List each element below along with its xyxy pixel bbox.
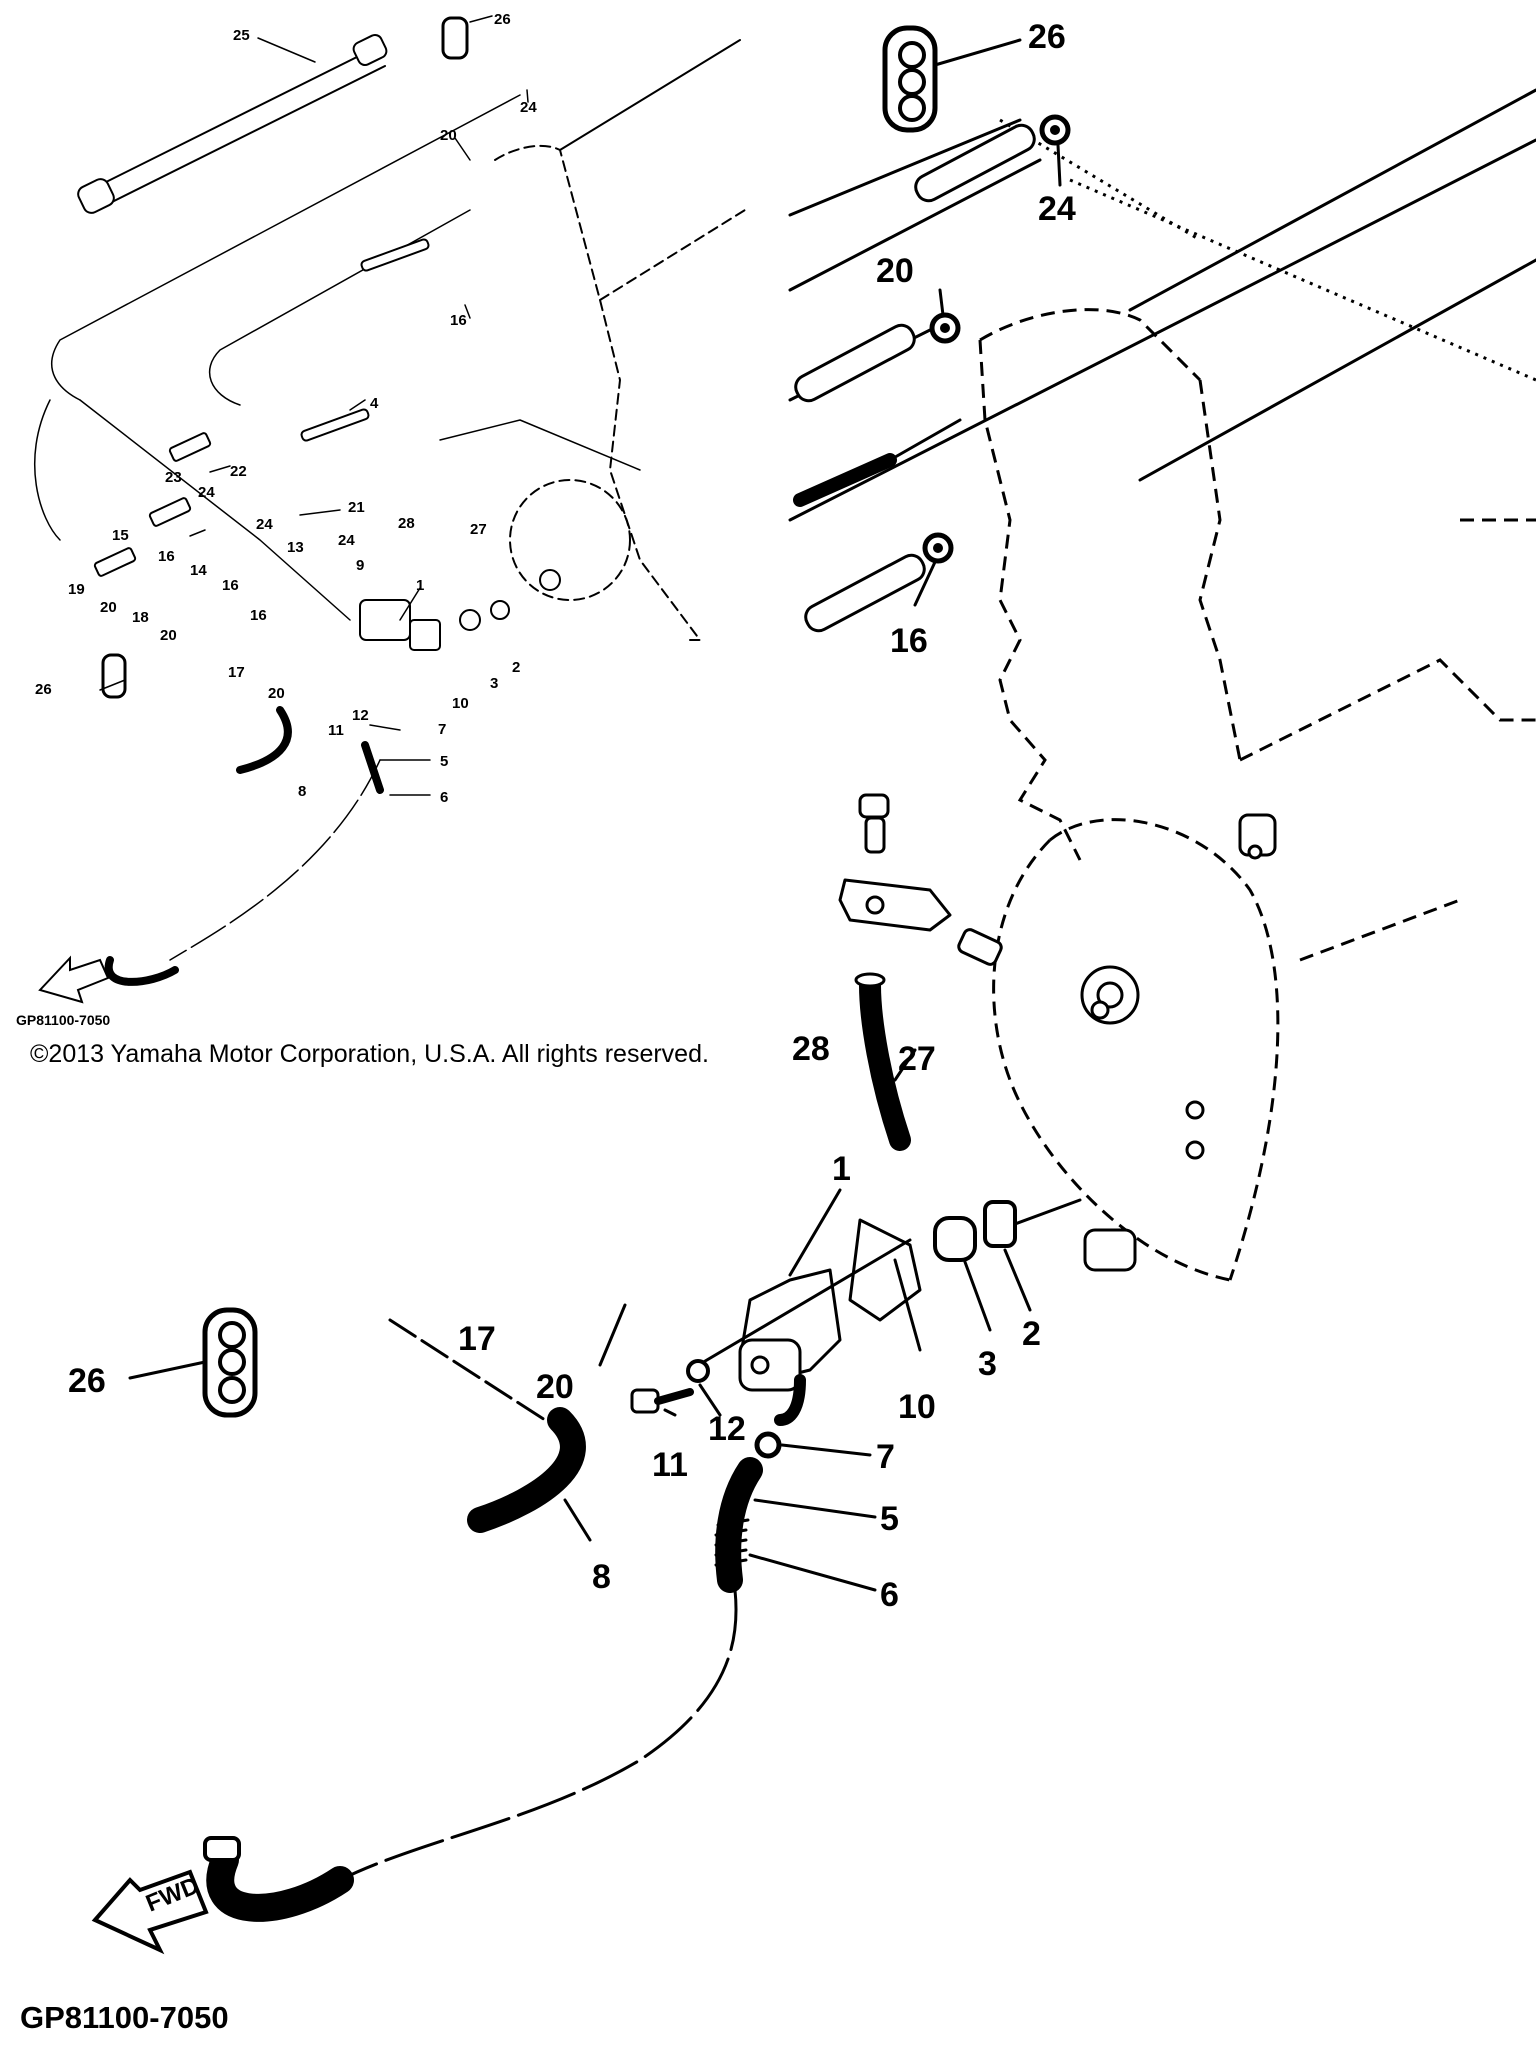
callout-24: 24 — [520, 99, 537, 116]
clip-26-icon — [441, 16, 469, 60]
callout-25: 25 — [233, 27, 250, 44]
callout-17: 17 — [228, 664, 245, 681]
callout-18: 18 — [132, 609, 149, 626]
callout-12: 12 — [352, 707, 369, 724]
fwd-arrow-small-icon — [38, 955, 179, 1004]
callout-8: 8 — [592, 1558, 611, 1596]
detail-diagram: FWD — [91, 25, 1536, 1955]
callout-14: 14 — [190, 562, 207, 579]
leader-lines-detail — [128, 38, 1062, 1592]
callout-13: 13 — [287, 539, 304, 556]
callouts-overview: 25 26 24 20 16 4 23 24 22 24 21 15 16 14… — [35, 11, 537, 806]
callout-24: 24 — [198, 484, 215, 501]
callout-21: 21 — [348, 499, 365, 516]
callout-27: 27 — [470, 521, 487, 538]
clip-26-large-icon — [202, 1307, 258, 1418]
callout-19: 19 — [68, 581, 85, 598]
callout-1: 1 — [416, 577, 424, 594]
callout-26: 26 — [494, 11, 511, 28]
tubes-upper-detail — [788, 118, 1536, 633]
callout-24: 24 — [338, 532, 355, 549]
fittings-overview — [93, 238, 510, 651]
callout-16: 16 — [222, 577, 239, 594]
callout-3: 3 — [490, 675, 498, 692]
callout-10: 10 — [452, 695, 469, 712]
oil-pump-detail — [688, 1198, 1082, 1426]
clamp-16-detail-icon — [922, 532, 954, 564]
callout-23: 23 — [165, 469, 182, 486]
callout-26: 26 — [1028, 18, 1066, 56]
callout-5: 5 — [440, 753, 448, 770]
callout-20: 20 — [536, 1368, 574, 1406]
callout-1: 1 — [832, 1150, 851, 1188]
clip-26-detail-icon — [882, 25, 938, 133]
clip-26b-icon — [101, 653, 127, 699]
bracket-bolt-detail — [838, 793, 1003, 966]
fwd-arrow-large-icon: FWD — [91, 1836, 354, 1955]
callout-24: 24 — [256, 516, 273, 533]
washer-12-icon — [686, 1359, 710, 1383]
callout-2: 2 — [1022, 1315, 1041, 1353]
routing-lines-overview — [33, 94, 521, 961]
callout-5: 5 — [880, 1500, 899, 1538]
callout-17: 17 — [458, 1320, 496, 1358]
callout-7: 7 — [876, 1438, 895, 1476]
callout-28: 28 — [398, 515, 415, 532]
callout-20: 20 — [268, 685, 285, 702]
clamp-7-icon — [754, 1431, 782, 1459]
callout-20: 20 — [876, 252, 914, 290]
callout-20: 20 — [440, 127, 457, 144]
leader-lines-overview — [99, 15, 529, 796]
engine-block-detail — [978, 88, 1536, 1282]
callout-8: 8 — [298, 783, 306, 800]
copyright-notice: ©2013 Yamaha Motor Corporation, U.S.A. A… — [30, 1040, 709, 1068]
callout-15: 15 — [112, 527, 129, 544]
callout-9: 9 — [356, 557, 364, 574]
callout-11: 11 — [328, 722, 344, 739]
callout-6: 6 — [880, 1576, 899, 1614]
callout-11: 11 — [652, 1446, 688, 1484]
tube-25 — [77, 33, 388, 214]
clamp-24-detail-icon — [1039, 114, 1071, 146]
callout-26: 26 — [35, 681, 52, 698]
callout-28: 28 — [792, 1030, 830, 1068]
callout-2: 2 — [512, 659, 520, 676]
callout-16: 16 — [158, 548, 175, 565]
engine-block-overview — [439, 39, 746, 641]
callout-12: 12 — [708, 1410, 746, 1448]
part-number-large: GP81100-7050 — [20, 2000, 229, 2035]
callout-16: 16 — [890, 622, 928, 660]
callout-7: 7 — [438, 721, 446, 738]
callout-27: 27 — [898, 1040, 936, 1078]
callout-16: 16 — [450, 312, 467, 329]
callout-20: 20 — [100, 599, 117, 616]
clamp-20-detail-icon — [929, 312, 961, 344]
callout-4: 4 — [370, 395, 379, 412]
callout-3: 3 — [978, 1345, 997, 1383]
overview-diagram — [33, 15, 746, 1004]
part-number-small: GP81100-7050 — [16, 1012, 111, 1028]
callout-24: 24 — [1038, 190, 1076, 228]
callout-6: 6 — [440, 789, 448, 806]
callout-26: 26 — [68, 1362, 106, 1400]
callout-22: 22 — [230, 463, 247, 480]
callouts-detail: 26 24 20 16 28 27 1 2 3 10 17 20 26 11 1… — [68, 18, 1076, 1614]
callout-10: 10 — [898, 1388, 936, 1426]
callout-16: 16 — [250, 607, 267, 624]
callout-20: 20 — [160, 627, 177, 644]
spring-6-icon — [714, 1518, 750, 1567]
